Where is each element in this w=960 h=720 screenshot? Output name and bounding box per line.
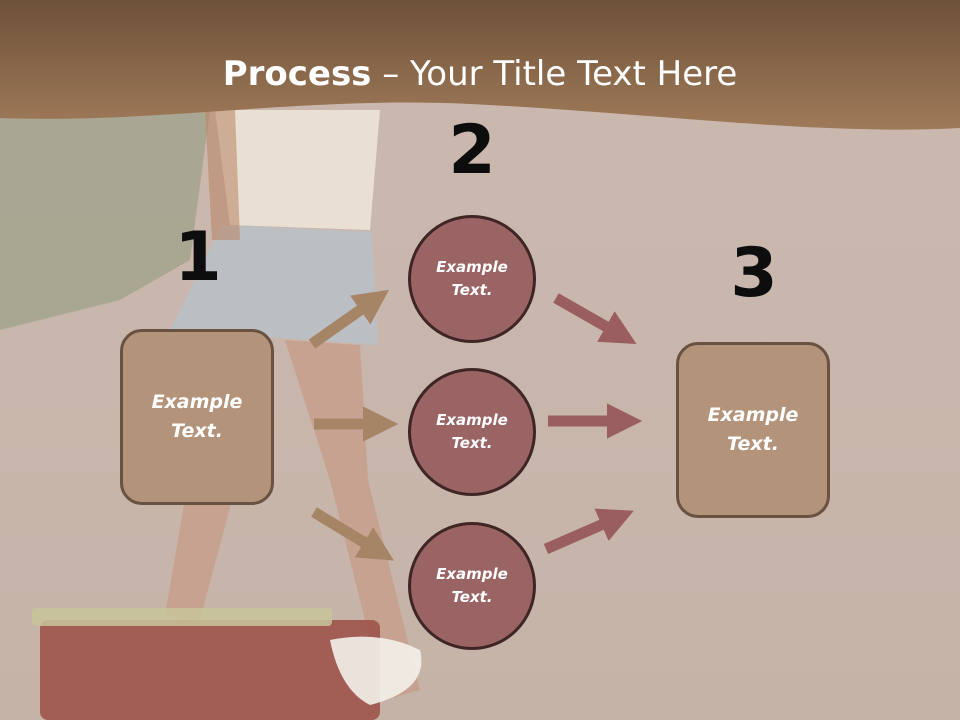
right-box-text: Example Text. xyxy=(707,404,799,455)
left-box: Example Text. xyxy=(120,329,274,505)
left-box-text: Example Text. xyxy=(151,391,243,442)
arrow-bottom-to-right xyxy=(543,508,634,555)
step-number-3: 3 xyxy=(730,234,778,313)
circle-middle: Example Text. xyxy=(408,368,536,496)
arrow-top-to-right xyxy=(553,293,637,344)
title-rest: – Your Title Text Here xyxy=(371,54,738,94)
circle-top: Example Text. xyxy=(408,215,536,343)
step-number-2: 2 xyxy=(448,111,496,190)
right-box: Example Text. xyxy=(676,342,830,518)
step-number-1: 1 xyxy=(174,218,222,297)
circle-bottom: Example Text. xyxy=(408,522,536,650)
circle-top-text: Example Text. xyxy=(436,258,508,299)
arrow-left-to-bottom xyxy=(311,507,395,561)
slide-title: Process – Your Title Text Here xyxy=(0,52,960,96)
circle-middle-text: Example Text. xyxy=(436,411,508,452)
title-bold: Process xyxy=(222,54,372,94)
circle-bottom-text: Example Text. xyxy=(436,565,508,606)
arrow-left-to-top xyxy=(308,289,390,349)
